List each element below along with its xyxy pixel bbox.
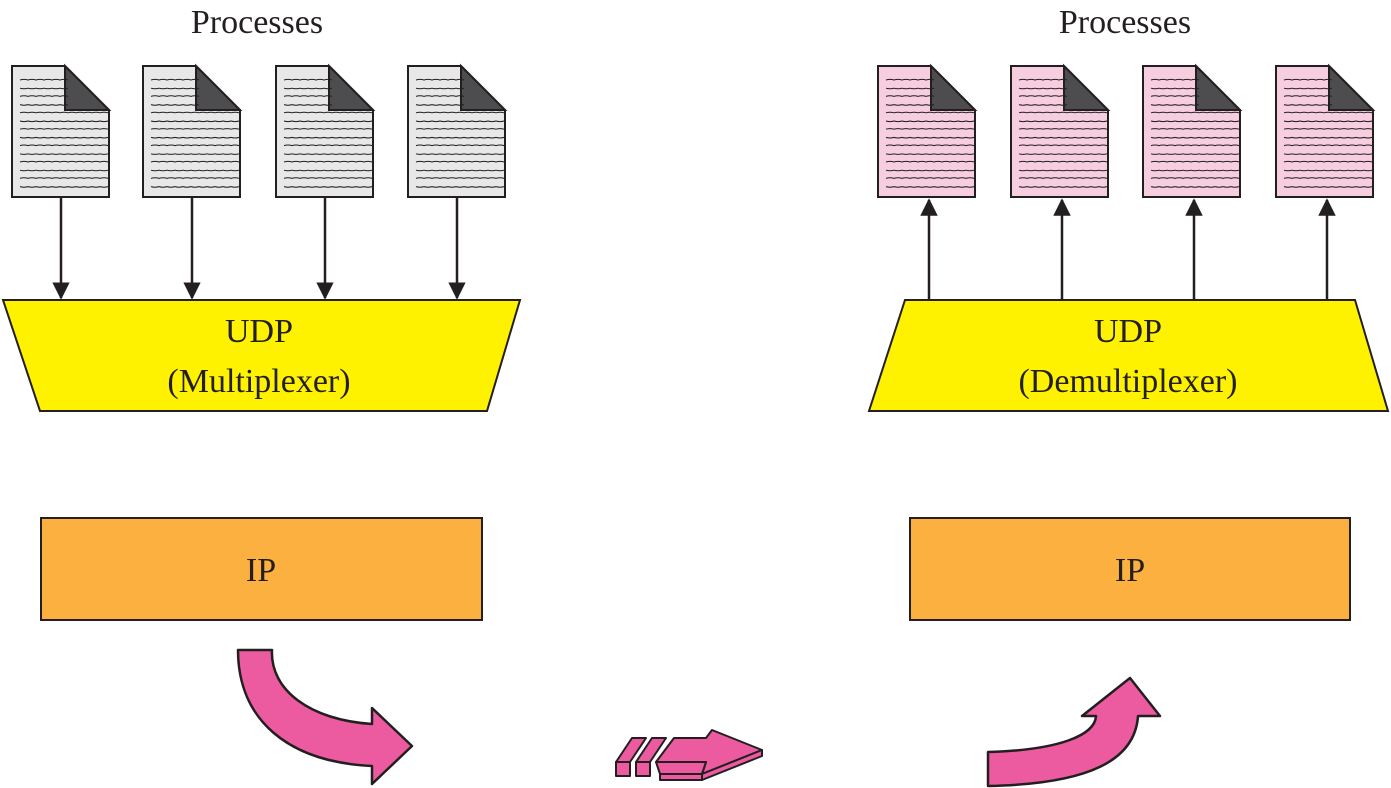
receiver-processes-heading: Processes — [1059, 4, 1191, 41]
udp-multiplexer-role: (Multiplexer) — [167, 363, 350, 400]
receiver-ip-box — [909, 517, 1351, 621]
receiver-process-documents — [877, 63, 1376, 198]
receiver-document-icon — [1275, 63, 1376, 198]
sender-curved-arrow-icon — [236, 648, 414, 786]
receiver-document-icon — [877, 63, 978, 198]
receiver-document-icon — [1010, 63, 1111, 198]
udp-multiplexer-title: UDP — [225, 313, 293, 350]
udp-demultiplexer-title: UDP — [1094, 313, 1162, 350]
receiver-document-icon — [1142, 63, 1243, 198]
receiver-side: Processes UDP (Demultiplexer) IP — [867, 4, 1390, 788]
udp-demultiplexer-role: (Demultiplexer) — [1018, 363, 1237, 400]
sender-processes-heading: Processes — [191, 4, 323, 41]
sender-document-icon — [142, 63, 243, 198]
sender-ip-box — [40, 517, 483, 621]
sender-document-icon — [407, 63, 508, 198]
sender-process-documents — [11, 63, 508, 198]
sender-document-icon — [275, 63, 376, 198]
udp-multiplexer-box — [1, 299, 522, 412]
sender-side: Processes UDP (Multiplexer) IP — [1, 4, 522, 786]
receiver-process-arrows — [920, 198, 1336, 302]
receiver-curved-arrow-icon — [986, 676, 1162, 788]
sender-process-arrows — [52, 198, 466, 300]
udp-demultiplexer-box — [867, 299, 1390, 412]
packet-arrow-icon — [615, 729, 763, 781]
sender-document-icon — [11, 63, 112, 198]
receiver-ip-label: IP — [1115, 552, 1145, 589]
sender-ip-label: IP — [246, 552, 276, 589]
